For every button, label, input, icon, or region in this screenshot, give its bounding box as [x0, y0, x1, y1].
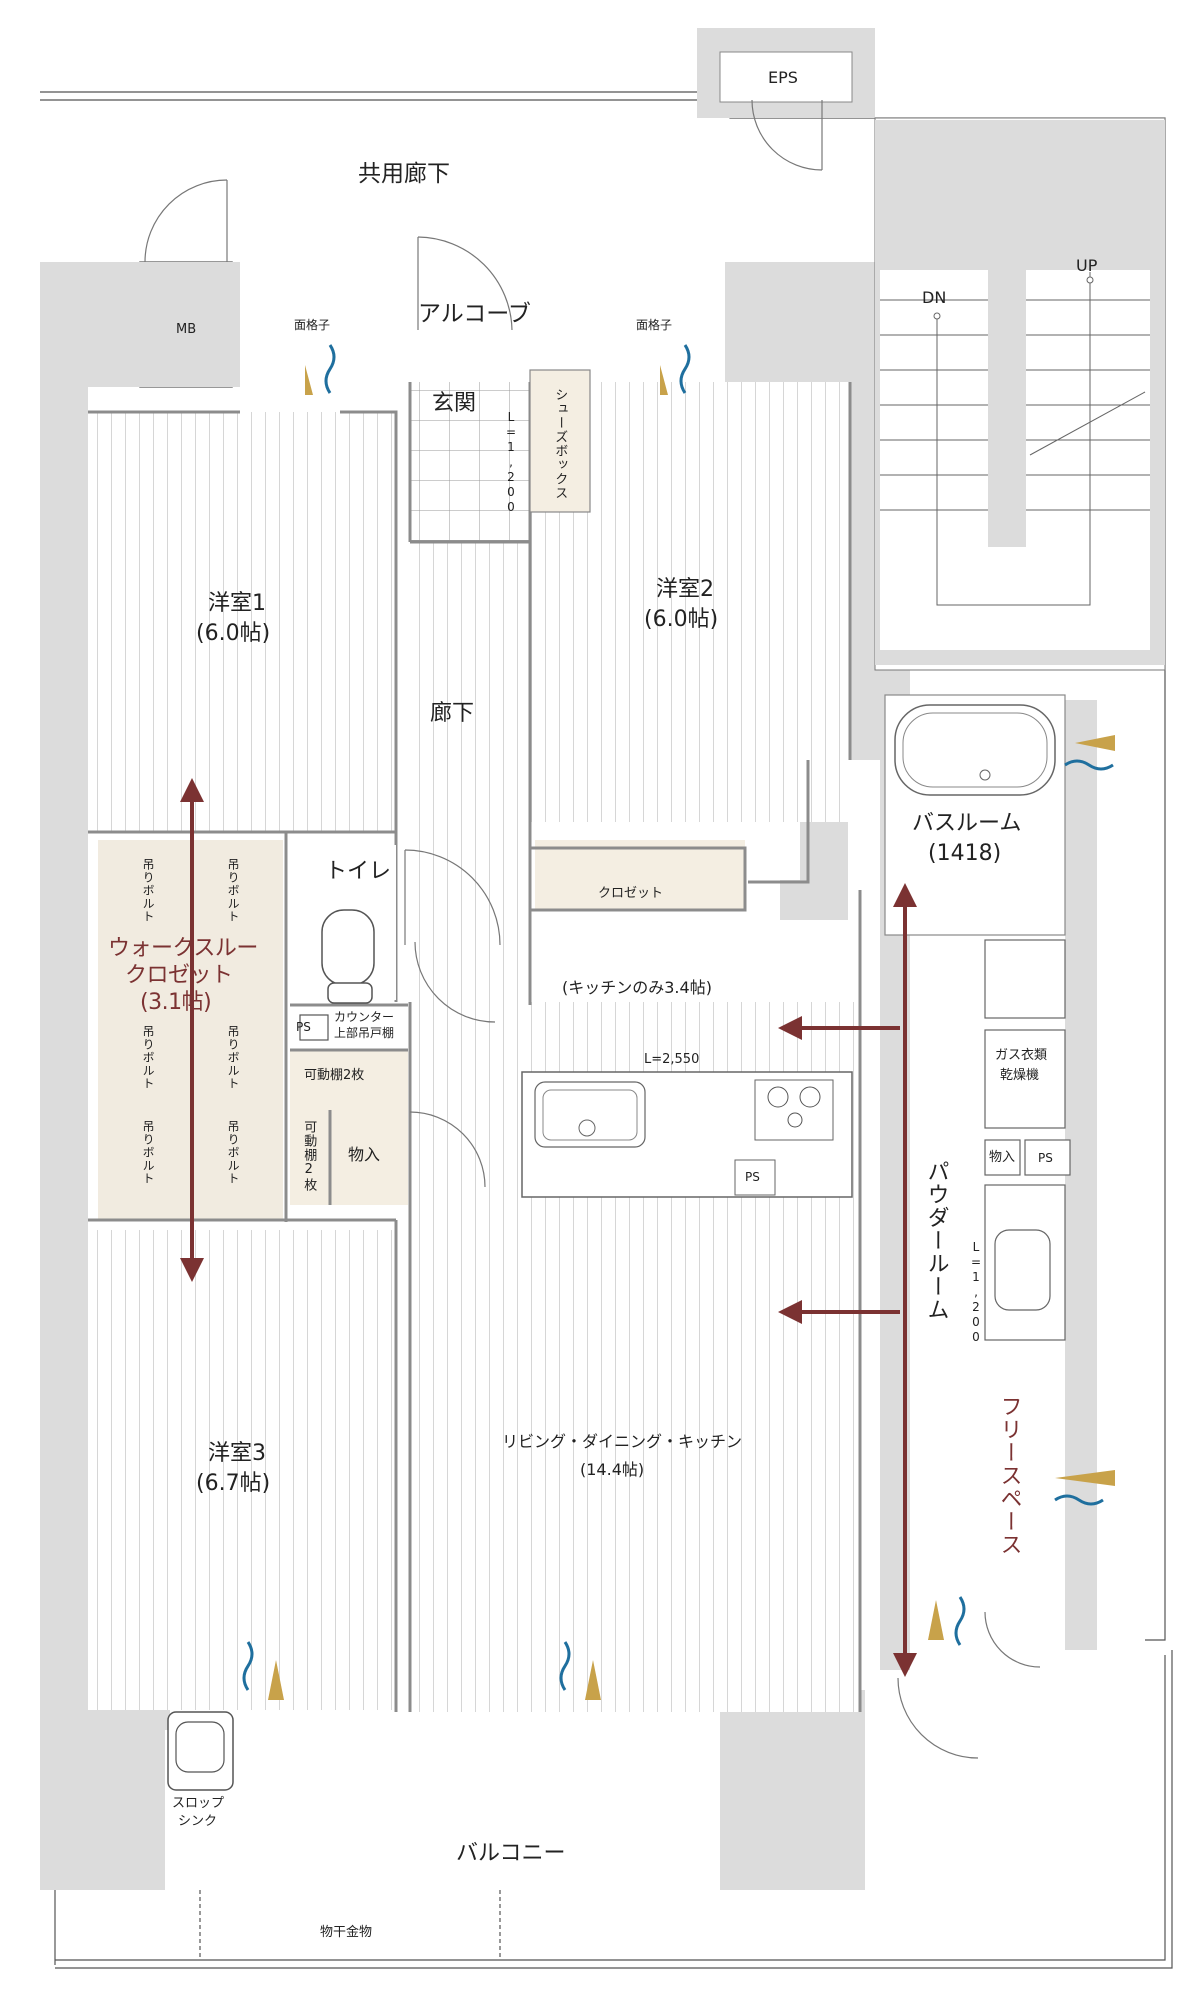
toilet-bowl: [288, 845, 396, 1041]
eps-shaft: [697, 28, 875, 118]
gas-dryer-line1: ガス衣類: [995, 1048, 1048, 1063]
hanging-bolt-label: 吊りボルト: [226, 1120, 240, 1185]
toilet-label: トイレ: [325, 859, 392, 884]
stairs: [874, 117, 1166, 671]
hanging-bolt-label: 吊りボルト: [226, 1025, 240, 1090]
ventilation-symbols: [242, 344, 1115, 1700]
doors: [144, 99, 1041, 1759]
mb-label: MB: [176, 322, 197, 337]
hanging-bolt-label: 吊りボルト: [141, 858, 155, 923]
lattice-left-label: 面格子: [294, 318, 331, 332]
hanging-bolt-label: 吊りボルト: [226, 858, 240, 923]
free-space-label: フリースペース: [996, 1395, 1022, 1556]
powder-room-label: パウダールーム: [923, 1160, 949, 1321]
ps-powder-label: PS: [1038, 1151, 1053, 1165]
shoe-box: [529, 369, 591, 513]
movable-shelf-v-label: 可動棚2枚: [301, 1120, 317, 1192]
dn-label: DN: [922, 288, 947, 307]
ldk-name: リビング・ダイニング・キッチン: [502, 1432, 743, 1451]
counter-cabinet-line1: カウンター: [334, 1010, 395, 1024]
shoe-box-label: シューズボックス: [552, 388, 568, 500]
up-label: UP: [1076, 256, 1098, 275]
wic-line2: クロゼット: [125, 963, 233, 988]
wic-size: (3.1帖): [140, 990, 212, 1015]
alcove-label: アルコーブ: [418, 301, 531, 327]
room2-name: 洋室2: [656, 577, 714, 602]
storage-powder-label: 物入: [989, 1150, 1016, 1165]
slop-sink: [167, 1711, 234, 1791]
gas-dryer-line2: 乾燥機: [1000, 1068, 1040, 1083]
hallway-label: 廊下: [430, 701, 475, 726]
counter-cabinet-line2: 上部吊戸棚: [334, 1026, 395, 1040]
room2-size: (6.0帖): [644, 607, 719, 632]
kitchen-counter: [521, 1071, 853, 1198]
slop-sink-line1: スロップ: [172, 1796, 225, 1811]
kitchen-only-label: (キッチンのみ3.4帖): [562, 978, 712, 997]
entrance-label: 玄関: [432, 391, 477, 416]
bathtub: [884, 694, 1066, 936]
hanging-bolt-label: 吊りボルト: [141, 1025, 155, 1090]
powder-fixtures: [984, 939, 1071, 1341]
storage-main-label: 物入: [348, 1145, 381, 1164]
kitchen-length-label: L=2,550: [644, 1052, 700, 1067]
closet-label: クロゼット: [598, 886, 664, 901]
ps-toilet-label: PS: [296, 1020, 311, 1034]
slop-sink-line2: シンク: [178, 1814, 218, 1829]
ps-kitchen-label: PS: [745, 1170, 760, 1184]
room3-name: 洋室3: [208, 1441, 266, 1466]
hanging-bolt-label: 吊りボルト: [141, 1120, 155, 1185]
drying-hardware-label: 物干金物: [320, 1925, 373, 1940]
ldk-size: (14.4帖): [580, 1460, 645, 1479]
eps-label: EPS: [768, 68, 798, 87]
wic-line1: ウォークスルー: [108, 936, 258, 961]
bathroom-size: (1418): [928, 841, 1002, 866]
floors: [88, 382, 860, 1712]
room1-size: (6.0帖): [196, 621, 271, 646]
circulation-arrows: [180, 778, 917, 1677]
common-corridor-label: 共用廊下: [358, 161, 450, 187]
vanity-width-label: L=1,200: [969, 1240, 983, 1345]
bathroom-name: バスルーム: [912, 811, 1022, 836]
drying-hardware: [199, 1890, 501, 1960]
room3-size: (6.7帖): [196, 1471, 271, 1496]
room1-name: 洋室1: [208, 591, 266, 616]
entrance-width-label: L=1,200: [504, 410, 518, 515]
balcony-label: バルコニー: [456, 1841, 566, 1866]
movable-shelf-h-label: 可動棚2枚: [304, 1068, 365, 1083]
lattice-right-label: 面格子: [636, 318, 673, 332]
